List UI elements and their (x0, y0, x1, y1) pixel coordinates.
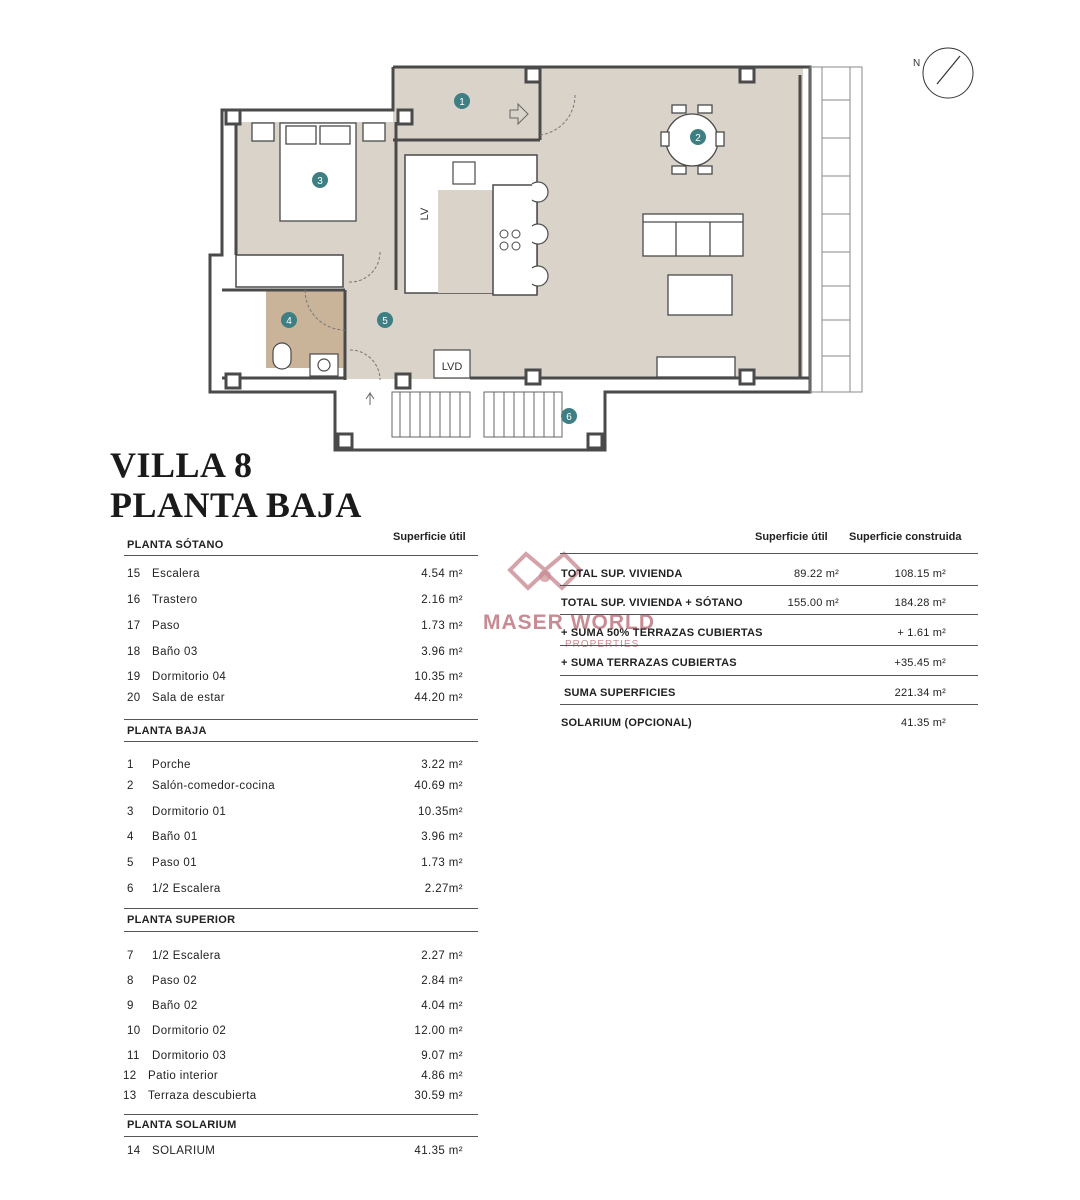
summary-row: + SUMA TERRAZAS CUBIERTAS+35.45 m² (561, 657, 946, 669)
terrace-slats (809, 66, 863, 393)
lv-label: LV (419, 207, 431, 220)
room-marker-3: 3 (317, 176, 323, 187)
rule (560, 675, 978, 676)
title-line-1: VILLA 8 (110, 445, 253, 485)
entry-arrow (509, 102, 529, 126)
floor-plan: LV LVD 1 2 3 4 5 6 N (208, 47, 974, 452)
room-marker-2: 2 (695, 133, 701, 144)
rule (124, 555, 478, 556)
watermark-logo-icon (507, 551, 583, 591)
room-marker-5: 5 (382, 316, 388, 327)
section-planta-superior: PLANTA SUPERIOR (127, 914, 236, 926)
sink (452, 161, 476, 185)
room-markers: 1 2 3 4 5 6 (281, 93, 706, 424)
right-col-header-construida: Superficie construida (849, 531, 962, 543)
tv-unit (656, 356, 736, 378)
room-marker-4: 4 (286, 316, 292, 327)
door-swings (304, 94, 576, 381)
rule (124, 1136, 478, 1137)
watermark-subtext: PROPERTIES (565, 639, 640, 650)
right-col-header-util: Superficie útil (755, 531, 828, 543)
summary-row: SOLARIUM (OPCIONAL)41.35 m² (561, 717, 946, 729)
section-planta-baja: PLANTA BAJA (127, 725, 207, 737)
wardrobe (235, 254, 344, 288)
watermark-text: MASER WORLD (483, 611, 655, 634)
rule (124, 908, 478, 909)
rule (124, 719, 478, 720)
summary-row: + SUMA 50% TERRAZAS CUBIERTAS+ 1.61 m² (561, 627, 946, 639)
title-line-2: PLANTA BAJA (110, 485, 362, 525)
columns (224, 66, 756, 450)
section-planta-sotano: PLANTA SÓTANO (127, 539, 224, 551)
room-marker-6: 6 (566, 412, 572, 423)
rule (560, 585, 978, 586)
laundry-box (433, 349, 471, 379)
compass-label: N (913, 58, 920, 69)
rule (124, 931, 478, 932)
stair-arrow-1 (365, 391, 375, 405)
left-col-header: Superficie útil (393, 531, 466, 543)
kitchen-cut (438, 190, 495, 293)
rule (560, 553, 978, 554)
coffee-table (667, 274, 733, 316)
stairs (391, 391, 563, 438)
compass-icon: N (913, 47, 974, 99)
bath-fixtures (272, 342, 339, 377)
rule (560, 645, 978, 646)
lvd-label: LVD (442, 361, 463, 373)
bed (251, 122, 386, 222)
rule (124, 741, 478, 742)
hob (499, 229, 521, 251)
rule (560, 704, 978, 705)
section-planta-solarium: PLANTA SOLARIUM (127, 1119, 237, 1131)
stools (531, 181, 549, 287)
island (492, 184, 538, 296)
rule (560, 614, 978, 615)
room-marker-1: 1 (459, 97, 465, 108)
sofa (642, 213, 744, 257)
rule (124, 1114, 478, 1115)
